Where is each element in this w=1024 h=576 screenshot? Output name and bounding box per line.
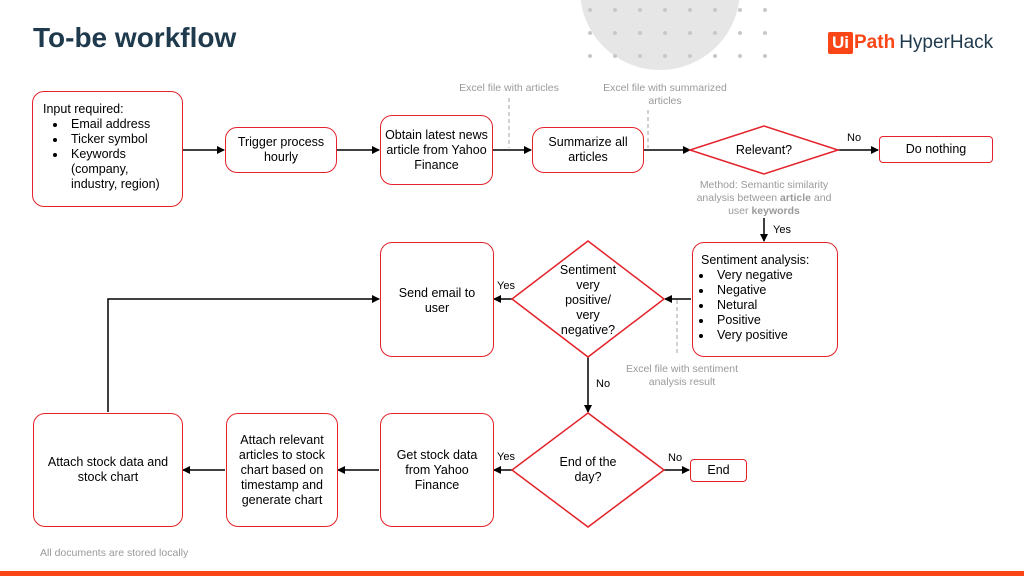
obtain-news-box: Obtain latest news article from Yahoo Fi… <box>380 115 493 185</box>
trigger-box: Trigger process hourly <box>225 127 337 173</box>
end-of-day-diamond <box>510 412 666 528</box>
note-method: Method: Semantic similarity analysis bet… <box>690 179 838 218</box>
relevant-label: Relevant? <box>735 142 793 157</box>
label-yes-relevant: Yes <box>773 224 791 236</box>
sentiment-item: Netural <box>713 298 809 313</box>
label-yes-endofday: Yes <box>497 451 515 463</box>
sentiment-heading: Sentiment analysis: <box>701 253 810 267</box>
label-no-sentiment: No <box>596 378 611 390</box>
note-excel-articles: Excel file with articles <box>459 82 559 94</box>
input-item: Ticker symbol <box>67 132 172 147</box>
summarize-box: Summarize all articles <box>532 127 644 173</box>
logo-hyperhack: HyperHack <box>899 32 994 53</box>
uipath-hyperhack-logo: Ui Path HyperHack <box>828 28 993 58</box>
note-method-mid: and user <box>728 192 832 217</box>
end-box: End <box>690 459 747 482</box>
do-nothing-box: Do nothing <box>879 136 993 163</box>
attach-stock-box: Attach stock data and stock chart <box>33 413 183 527</box>
label-no-endofday: No <box>668 452 683 464</box>
note-excel-sentiment: Excel file with sentiment analysis resul… <box>625 363 739 388</box>
input-heading: Input required: <box>43 102 124 116</box>
sentiment-diamond <box>510 240 666 358</box>
note-method-keywords: keywords <box>751 205 800 217</box>
sentiment-item: Negative <box>713 283 809 298</box>
note-method-prefix: Method: Semantic similarity analysis bet… <box>696 179 829 204</box>
send-email-box: Send email to user <box>380 242 494 357</box>
get-stock-box: Get stock data from Yahoo Finance <box>380 413 494 527</box>
sentiment-item: Very negative <box>713 268 809 283</box>
label-yes-sentiment: Yes <box>497 280 515 292</box>
end-of-day-label: End of the day? <box>559 455 617 484</box>
arrow-attachstock-email <box>107 295 380 412</box>
label-no-relevant: No <box>847 132 862 144</box>
sentiment-item: Positive <box>713 313 809 328</box>
sentiment-item: Very positive <box>713 328 809 343</box>
logo-ui: Ui <box>828 32 853 54</box>
sentiment-decision-label: Sentiment very positive/ very negative? <box>559 262 617 337</box>
input-item: Keywords (company, industry, region) <box>67 147 172 192</box>
relevant-diamond <box>687 125 841 175</box>
footer-note: All documents are stored locally <box>40 547 189 559</box>
input-item: Email address <box>67 117 172 132</box>
attach-articles-box: Attach relevant articles to stock chart … <box>226 413 338 527</box>
page-title: To-be workflow <box>33 22 237 53</box>
logo-path: Path <box>854 32 896 53</box>
sentiment-analysis-box: Sentiment analysis: Very negative Negati… <box>692 242 838 357</box>
input-box: Input required: Email address Ticker sym… <box>32 91 183 207</box>
note-excel-summarized: Excel file with summarized articles <box>603 82 727 107</box>
note-method-article: article <box>780 192 811 204</box>
bottom-accent-bar <box>0 571 1024 576</box>
